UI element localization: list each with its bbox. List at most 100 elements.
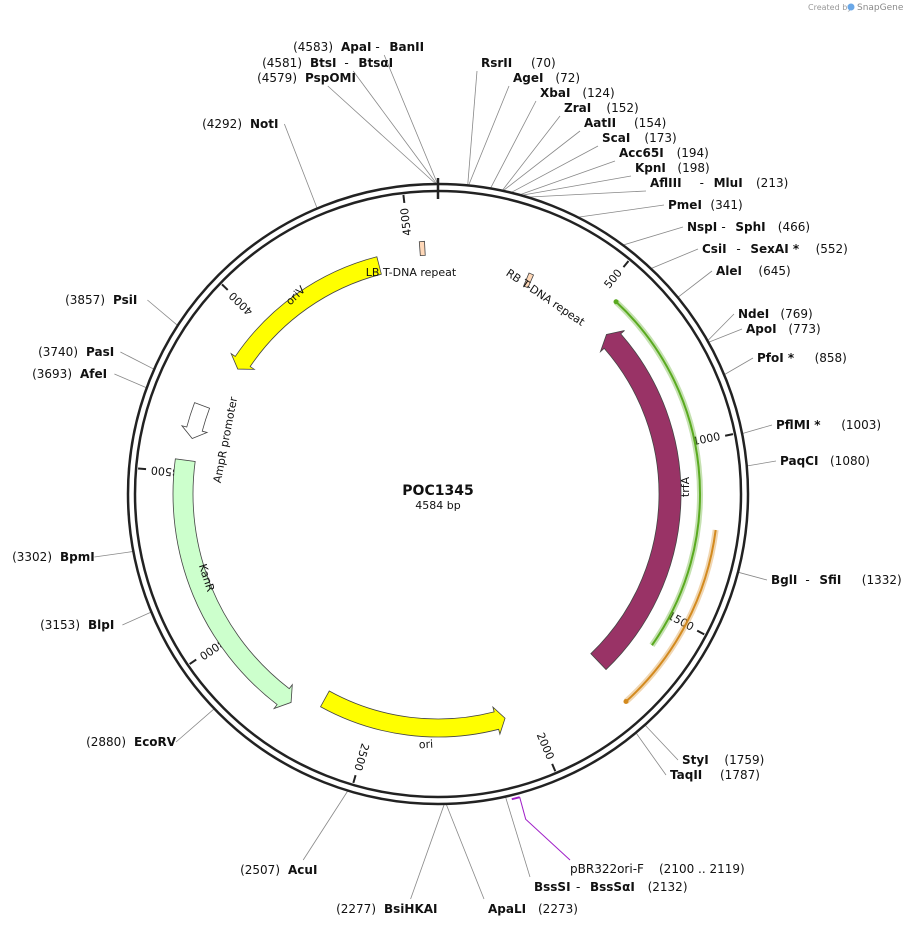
enzyme-site-kpni[interactable]: KpnI(198)	[635, 161, 710, 175]
enzyme-position: (1332)	[862, 573, 902, 587]
enzyme-site-psii[interactable]: (3857)PsiI	[65, 293, 137, 307]
orange-arc-end	[623, 699, 629, 705]
enzyme-site-pmei[interactable]: PmeI(341)	[668, 198, 743, 212]
enzyme-name: PflMI *	[776, 418, 821, 432]
enzyme-site-apali[interactable]: ApaLI (2273)	[488, 902, 578, 916]
enzyme-name: SexAI *	[750, 242, 799, 256]
enzyme-site-rsrii[interactable]: RsrII(70)	[481, 56, 556, 70]
trfa-feature[interactable]	[590, 330, 682, 671]
enzyme-position: (1787)	[720, 768, 760, 782]
oriv-feature[interactable]	[230, 256, 382, 370]
enzyme-position: (773)	[788, 322, 820, 336]
enzyme-site-afei[interactable]: (3693)AfeI	[32, 367, 107, 381]
enzyme-position: (4292)	[202, 117, 242, 131]
enzyme-site-pspomi[interactable]: (4579)PspOMI	[257, 71, 356, 85]
enzyme-site-blpi[interactable]: (3153)BlpI	[40, 618, 114, 632]
enzyme-position: (2507)	[240, 863, 280, 877]
enzyme-site-apoi[interactable]: ApoI (773)	[746, 322, 821, 336]
enzyme-site-bgli[interactable]: BglI-SfiI(1332)	[771, 573, 902, 587]
tick-mark	[551, 763, 557, 772]
enzyme-site-scai[interactable]: ScaI(173)	[602, 131, 677, 145]
enzyme-site-ndei[interactable]: NdeI(769)	[738, 307, 813, 321]
primer-name: pBR322ori-F	[570, 862, 644, 876]
enzyme-leader-line	[94, 551, 134, 558]
enzyme-site-bsihkai[interactable]: (2277)BsiHKAI	[336, 902, 437, 916]
enzyme-leader-line	[737, 571, 768, 581]
enzyme-position: (2880)	[86, 735, 126, 749]
enzyme-position: (3740)	[38, 345, 78, 359]
enzyme-name: XbaI	[540, 86, 570, 100]
enzyme-labels: (4583)ApaI-BanII (4581)BtsI-BtsαI(4579)Ps…	[12, 40, 902, 916]
enzyme-name: ApoI	[746, 322, 777, 336]
enzyme-leader-line	[505, 796, 531, 878]
tick-label: 2000	[534, 731, 557, 762]
enzyme-position: (769)	[780, 307, 812, 321]
enzyme-name: BssSαI	[590, 880, 635, 894]
enzyme-site-taqii[interactable]: TaqII(1787)	[670, 768, 760, 782]
enzyme-site-xbai[interactable]: XbaI (124)	[540, 86, 615, 100]
enzyme-site-pfoi[interactable]: PfoI *(858)	[757, 351, 847, 365]
enzyme-name: BlpI	[88, 618, 114, 632]
enzyme-position: (1759)	[724, 753, 764, 767]
enzyme-site-pflmi[interactable]: PflMI * (1003)	[776, 418, 881, 432]
rb-repeat-feature[interactable]	[523, 272, 535, 289]
enzyme-leader-line	[577, 204, 665, 218]
tick-mark	[724, 433, 734, 437]
enzyme-site-afliii[interactable]: AflIII-MluI(213)	[650, 176, 788, 190]
enzyme-position: (858)	[815, 351, 847, 365]
enzyme-site-aatii[interactable]: AatII(154)	[584, 116, 666, 130]
lb-repeat-feature[interactable]	[418, 240, 426, 257]
enzyme-position: (124)	[582, 86, 614, 100]
enzyme-site-zrai[interactable]: ZraI(152)	[564, 101, 639, 115]
enzyme-site-ecorv[interactable]: (2880) EcoRV	[86, 735, 177, 749]
enzyme-separator: -	[700, 176, 704, 190]
enzyme-leader-line	[521, 175, 632, 196]
primer-range: (2100 .. 2119)	[659, 862, 745, 876]
enzyme-name: Acc65I	[619, 146, 664, 160]
enzyme-position: (2273)	[538, 902, 578, 916]
tick-label: 1000	[691, 430, 721, 448]
enzyme-leader-line	[147, 299, 178, 326]
enzyme-name: NotI	[250, 117, 279, 131]
enzyme-site-btsi[interactable]: (4581)BtsI-BtsαI	[262, 56, 393, 70]
enzyme-name: ApaI	[341, 40, 371, 54]
enzyme-leader-line	[741, 424, 773, 435]
enzyme-site-acui[interactable]: (2507)AcuI	[240, 863, 317, 877]
enzyme-position: (1003)	[841, 418, 881, 432]
enzyme-site-pasi[interactable]: (3740) PasI	[38, 345, 114, 359]
enzyme-name: NspI	[687, 220, 717, 234]
tick-mark	[622, 260, 630, 268]
enzyme-leader-line	[746, 460, 777, 467]
enzyme-site-bsssi[interactable]: BssSI-BssSαI(2132)	[534, 880, 688, 894]
enzyme-site-acc65i[interactable]: Acc65I(194)	[619, 146, 709, 160]
tick-mark	[402, 194, 406, 204]
enzyme-site-nspi[interactable]: NspI-SphI(466)	[687, 220, 810, 234]
enzyme-site-alei[interactable]: AleI(645)	[716, 264, 791, 278]
primer-arrow[interactable]	[511, 796, 520, 801]
lb-repeat-label: LB T-DNA repeat	[366, 266, 457, 279]
enzyme-site-paqci[interactable]: PaqCI(1080)	[780, 454, 870, 468]
enzyme-site-agei[interactable]: AgeI(72)	[513, 71, 580, 85]
ampr-promoter-feature[interactable]	[180, 402, 211, 439]
enzyme-site-bpmi[interactable]: (3302)BpmI	[12, 550, 95, 564]
enzyme-leader-line	[284, 123, 318, 209]
enzyme-name: EcoRV	[134, 735, 177, 749]
enzyme-site-apai[interactable]: (4583)ApaI-BanII	[293, 40, 424, 54]
enzyme-position: (213)	[756, 176, 788, 190]
enzyme-position: (2277)	[336, 902, 376, 916]
ori-feature[interactable]	[320, 690, 506, 738]
enzyme-site-noti[interactable]: (4292) NotI	[202, 117, 278, 131]
enzyme-name: ZraI	[564, 101, 591, 115]
enzyme-leader-line	[501, 115, 561, 191]
enzyme-name: ApaLI	[488, 902, 526, 916]
enzyme-name: StyI	[682, 753, 709, 767]
enzyme-name: BglI	[771, 573, 797, 587]
enzyme-name: PasI	[86, 345, 114, 359]
tick-label: 4500	[398, 207, 414, 236]
enzyme-site-styi[interactable]: StyI (1759)	[682, 753, 764, 767]
kanr-feature[interactable]	[172, 458, 293, 710]
enzyme-name: MluI	[714, 176, 743, 190]
enzyme-site-csii[interactable]: CsiI-SexAI *(552)	[702, 242, 848, 256]
enzyme-position: (173)	[644, 131, 676, 145]
ori-label: ori	[418, 738, 433, 752]
